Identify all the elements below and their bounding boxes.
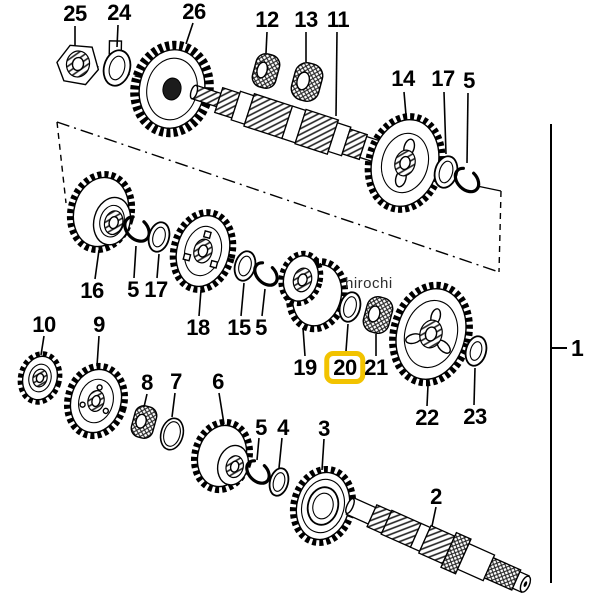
part-label[interactable]: 11 bbox=[326, 7, 350, 32]
part-label[interactable]: 24 bbox=[107, 0, 131, 25]
part-14-gear bbox=[364, 113, 446, 213]
part-7-o-ring bbox=[159, 417, 185, 451]
part-label[interactable]: 10 bbox=[32, 312, 56, 337]
part-label[interactable]: 16 bbox=[80, 278, 104, 303]
part-label[interactable]: 15 bbox=[227, 315, 251, 340]
leader-lines bbox=[40, 22, 476, 527]
part-label[interactable]: 17 bbox=[431, 66, 455, 91]
assembly-bracket bbox=[550, 124, 567, 583]
part-23-washer bbox=[464, 335, 488, 367]
part-21-needle-bearing bbox=[362, 296, 394, 334]
watermark-text: hirochi bbox=[345, 275, 393, 292]
part-label[interactable]: 9 bbox=[93, 312, 105, 337]
part-label[interactable]: 19 bbox=[293, 355, 317, 380]
part-label[interactable]: 25 bbox=[63, 1, 87, 26]
part-20-washer bbox=[338, 291, 362, 323]
part-25-hex-nut bbox=[56, 44, 100, 86]
part-11-input-shaft bbox=[189, 84, 395, 166]
part-label[interactable]: 4 bbox=[277, 415, 289, 440]
part-16-gear bbox=[66, 170, 136, 254]
part-3-gear bbox=[289, 465, 357, 547]
part-18-gear bbox=[169, 209, 237, 293]
part-label[interactable]: 3 bbox=[318, 416, 330, 441]
part-24-tab-lock-washer bbox=[102, 40, 132, 87]
part-10-gear bbox=[17, 351, 63, 405]
part-label[interactable]: 6 bbox=[212, 369, 224, 394]
part-5-circlip bbox=[253, 261, 279, 287]
part-label[interactable]: 13 bbox=[294, 7, 318, 32]
assembly-bracket-label[interactable]: 1 bbox=[571, 335, 584, 361]
part-4-washer bbox=[268, 467, 290, 497]
part-label[interactable]: 22 bbox=[415, 405, 439, 430]
part-label[interactable]: 5 bbox=[127, 277, 139, 302]
part-label[interactable]: 23 bbox=[463, 404, 487, 429]
part-5-circlip bbox=[453, 166, 481, 194]
part-5-circlip bbox=[123, 215, 151, 243]
part-9-gear bbox=[63, 362, 129, 440]
part-label[interactable]: 5 bbox=[463, 68, 475, 93]
part-label[interactable]: 5 bbox=[255, 415, 267, 440]
part-17-thrust-washer bbox=[147, 221, 171, 253]
part-label[interactable]: 26 bbox=[182, 0, 206, 24]
part-label-highlighted[interactable]: 20 bbox=[324, 351, 366, 384]
part-label[interactable]: 14 bbox=[391, 66, 415, 91]
part-8-needle-bearing bbox=[130, 405, 158, 439]
part-label[interactable]: 18 bbox=[186, 315, 210, 340]
part-label[interactable]: 5 bbox=[255, 315, 267, 340]
part-13-needle-bearing bbox=[290, 62, 324, 102]
part-2-output-shaft bbox=[345, 496, 532, 594]
part-label[interactable]: 7 bbox=[170, 369, 182, 394]
part-15-washer bbox=[233, 250, 257, 282]
part-label[interactable]: 12 bbox=[255, 7, 279, 32]
part-label[interactable]: 21 bbox=[364, 355, 388, 380]
part-label[interactable]: 17 bbox=[144, 277, 168, 302]
part-5-circlip bbox=[245, 459, 271, 485]
part-label[interactable]: 8 bbox=[141, 370, 153, 395]
part-12-needle-bearing bbox=[251, 53, 281, 89]
part-label[interactable]: 2 bbox=[430, 484, 442, 509]
